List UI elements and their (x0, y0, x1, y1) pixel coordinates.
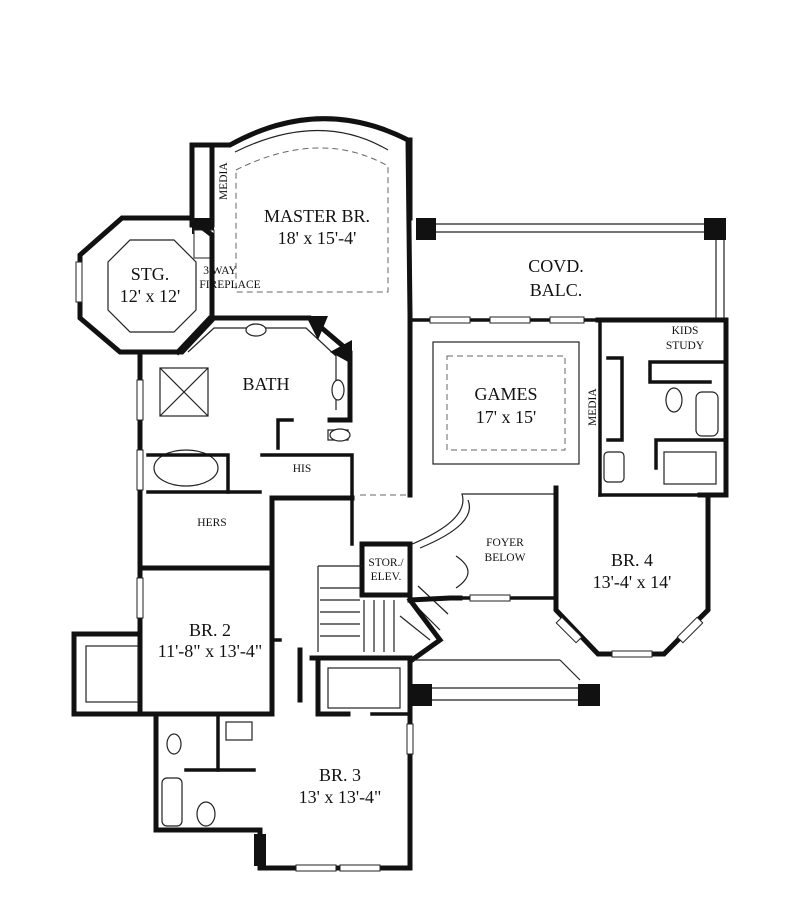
foyer-line1: FOYER (486, 537, 524, 549)
his-name: HIS (293, 463, 312, 475)
stor-line1: STOR./ (368, 557, 404, 569)
bedroom-2: BR. 2 11'-8" x 13'-4" (71, 565, 282, 717)
hall-walls (350, 316, 585, 602)
master-bath: BATH HIS HERS (136, 315, 355, 571)
bath-name: BATH (242, 374, 289, 394)
fireplace-line1: 3 WAY (203, 265, 237, 277)
br4-size: 13'-4' x 14' (593, 572, 672, 592)
hers-name: HERS (197, 517, 226, 529)
media-top-label: MEDIA (218, 162, 230, 200)
foyer-line2: BELOW (485, 552, 526, 564)
lower-balcony (410, 659, 600, 706)
stor-line2: ELEV. (371, 571, 402, 583)
master-size: 18' x 15'-4' (278, 228, 357, 248)
stg-size: 12' x 12' (120, 286, 181, 306)
games-name: GAMES (474, 384, 537, 404)
media-games-label: MEDIA (587, 388, 599, 426)
kids-line1: KIDS (672, 325, 699, 337)
storage-room: STG. 12' x 12' 3 WAY FIREPLACE (75, 215, 261, 355)
fireplace-line2: FIREPLACE (199, 279, 260, 291)
br3-size: 13' x 13'-4" (299, 787, 382, 807)
games-size: 17' x 15' (476, 407, 537, 427)
stg-name: STG. (131, 264, 170, 284)
master-name: MASTER BR. (264, 206, 370, 226)
bedroom-3: BR. 3 13' x 13'-4" (254, 495, 414, 872)
games-room: MEDIA GAMES 17' x 15' (360, 312, 624, 498)
bedroom-4: BR. 4 13'-4' x 14' (553, 485, 711, 681)
br3-name: BR. 3 (319, 765, 361, 785)
balc-line2: BALC. (530, 280, 583, 300)
br4-name: BR. 4 (611, 550, 653, 570)
kids-line2: STUDY (666, 340, 705, 352)
br2-size: 11'-8" x 13'-4" (158, 641, 263, 661)
kids-study: KIDS STUDY (595, 317, 729, 498)
bedroom-2-bath (153, 711, 263, 833)
br2-name: BR. 2 (189, 620, 231, 640)
balc-line1: COVD. (528, 256, 584, 276)
covered-balcony: COVD. BALC. (408, 218, 726, 322)
